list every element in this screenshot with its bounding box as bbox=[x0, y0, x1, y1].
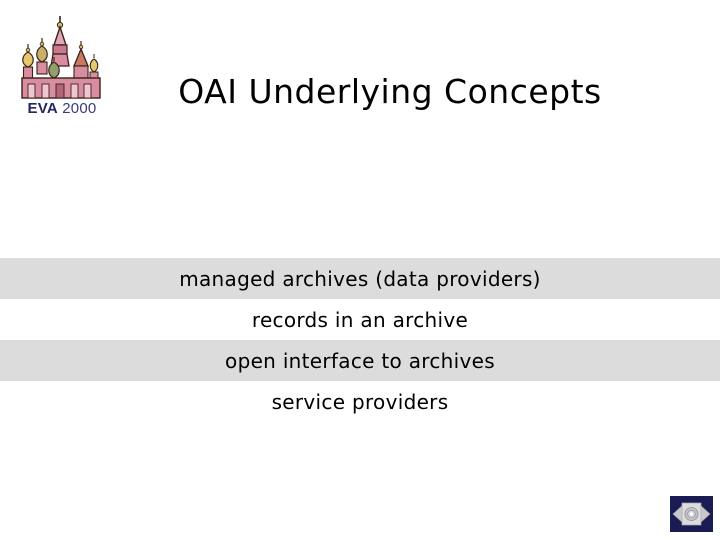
concept-list: managed archives (data providers) record… bbox=[0, 258, 720, 422]
list-item: records in an archive bbox=[0, 299, 720, 340]
concept-label: records in an archive bbox=[251, 307, 469, 332]
concept-label: managed archives (data providers) bbox=[179, 266, 541, 291]
list-item: managed archives (data providers) bbox=[0, 258, 720, 299]
page-title: OAI Underlying Concepts bbox=[178, 72, 602, 111]
eva-2000-logo: EVA 2000 bbox=[8, 14, 116, 124]
logo-caption-primary: EVA bbox=[27, 100, 58, 117]
navigation-eye-icon[interactable] bbox=[670, 496, 713, 532]
concept-label: open interface to archives bbox=[225, 348, 495, 373]
list-item: service providers bbox=[0, 381, 720, 422]
concept-label: service providers bbox=[271, 389, 449, 414]
st-basils-cathedral-logo-icon bbox=[14, 14, 106, 100]
logo-caption-secondary: 2000 bbox=[62, 100, 97, 117]
logo-caption: EVA 2000 bbox=[8, 100, 116, 117]
list-item: open interface to archives bbox=[0, 340, 720, 381]
